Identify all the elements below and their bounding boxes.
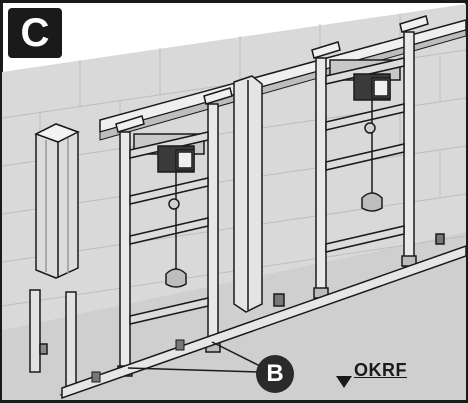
callout-badge: B [256,355,294,393]
floor-surface [2,232,466,400]
callout-leaders [127,341,261,373]
okrf-level-label: OKRF [354,360,407,380]
panel-label: C [8,8,62,58]
profile-rail-icon [29,123,80,393]
okrf-level-arrow-icon [336,376,352,388]
floor-rail [61,244,467,400]
wall-frame-module-icon [115,87,233,377]
middle-profile [233,75,285,313]
wall-frame-module-icon [311,15,445,301]
